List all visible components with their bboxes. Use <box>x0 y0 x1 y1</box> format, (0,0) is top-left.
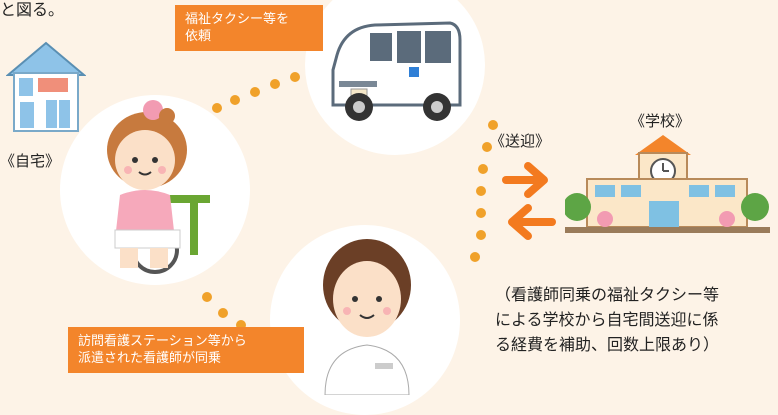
school-label: 《学校》 <box>630 112 691 130</box>
top-text-fragment: と図る。 <box>0 0 65 19</box>
transport-label: 《送迎》 <box>490 132 551 150</box>
resident-wheelchair-illustration <box>107 100 210 274</box>
subsidy-note-line: による学校から自宅間送迎に係 <box>495 310 719 329</box>
nurse-illustration <box>323 239 411 395</box>
school-building-illustration <box>565 135 770 233</box>
taxi-request-label: 福祉タクシー等を 依頼 <box>175 5 323 51</box>
house-icon <box>6 41 86 132</box>
subsidy-note-line: （看護師同乗の福祉タクシー等 <box>495 285 720 304</box>
round-trip-arrows-icon <box>502 162 556 240</box>
welfare-taxi-van-illustration <box>331 21 462 121</box>
subsidy-note: （看護師同乗の福祉タクシー等 による学校から自宅間送迎に係 る経費を補助、回数上… <box>495 282 719 357</box>
nurse-dispatch-label: 訪問看護ステーション等から 派遣された看護師が同乗 <box>68 327 304 373</box>
home-label: 《自宅》 <box>0 152 61 170</box>
subsidy-note-line: る経費を補助、回数上限あり） <box>495 335 720 354</box>
